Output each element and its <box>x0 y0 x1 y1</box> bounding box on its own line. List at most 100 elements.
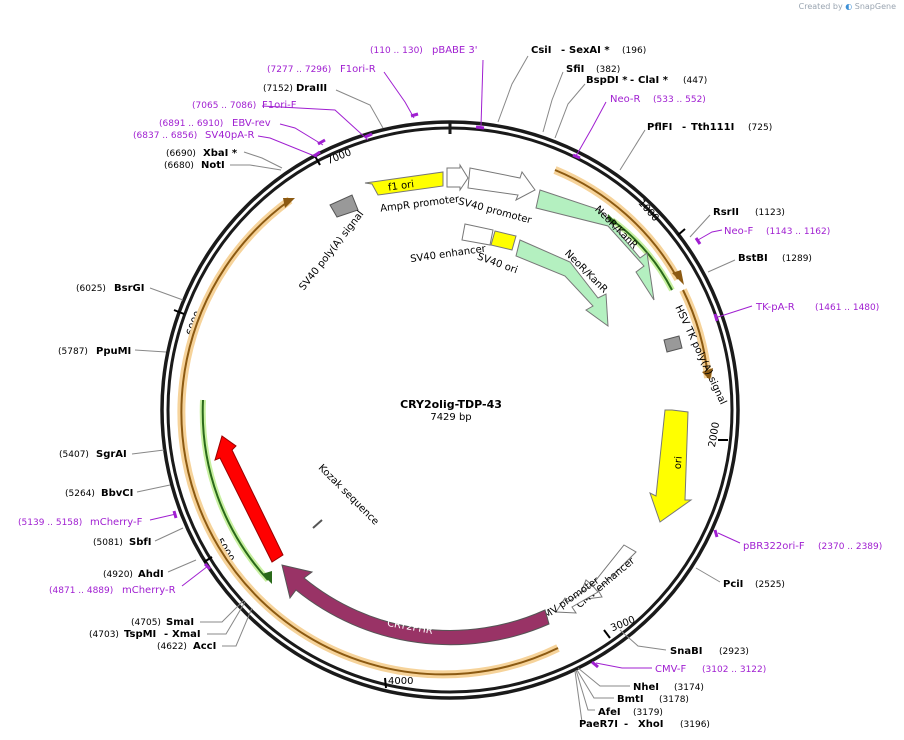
site-snabi[interactable]: SnaBI (2923) <box>619 629 749 657</box>
svg-text:SexAI *: SexAI * <box>569 45 610 56</box>
svg-text:4000: 4000 <box>388 676 413 687</box>
feature-ori[interactable]: ori <box>649 409 693 523</box>
svg-text:-: - <box>630 75 634 86</box>
svg-text:(5787): (5787) <box>58 347 88 357</box>
svg-text:XmaI: XmaI <box>172 629 201 640</box>
svg-text:(725): (725) <box>748 123 772 133</box>
site-smai[interactable]: (4705) SmaI <box>131 599 245 628</box>
feature-f1-ori[interactable]: f1 ori <box>364 171 444 196</box>
site-bstbi[interactable]: BstBI (1289) <box>707 253 812 273</box>
orf-arrow-icon <box>283 198 295 208</box>
primer-mcherry-f[interactable]: (5139 .. 5158) mCherry-F <box>18 510 178 528</box>
site-noti[interactable]: (6680) NotI <box>164 160 282 171</box>
svg-text:ClaI *: ClaI * <box>638 75 669 86</box>
primer-pbabe-3[interactable]: (110 .. 130) pBABE 3' <box>370 45 485 130</box>
site-bsrgi[interactable]: (6025) BsrGI <box>76 283 184 301</box>
primer-mcherry-r[interactable]: (4871 .. 4889) mCherry-R <box>49 562 212 596</box>
svg-text:(7277 .. 7296): (7277 .. 7296) <box>267 65 331 75</box>
svg-text:(533 .. 552): (533 .. 552) <box>653 95 706 105</box>
orf-arrow-icon <box>262 571 272 584</box>
primer-sv40pa-r[interactable]: (6837 .. 6856) SV40pA-R <box>133 130 321 158</box>
site-bspdi-clai[interactable]: BspDI * - ClaI * (447) <box>554 75 707 139</box>
svg-text:(4703): (4703) <box>89 630 119 640</box>
site-nhei[interactable]: NheI (3174) <box>577 667 704 693</box>
svg-text:HSV TK poly(A) signal: HSV TK poly(A) signal <box>672 304 728 407</box>
svg-text:SV40 promoter: SV40 promoter <box>457 196 534 226</box>
svg-text:TK-pA-R: TK-pA-R <box>755 302 795 313</box>
svg-text:(5407): (5407) <box>59 450 89 460</box>
primer-neo-r[interactable]: Neo-R (533 .. 552) <box>572 94 706 160</box>
primer-neo-f[interactable]: Neo-F (1143 .. 1162) <box>694 226 830 245</box>
svg-text:(2525): (2525) <box>755 580 785 590</box>
svg-text:(6690): (6690) <box>166 149 196 159</box>
svg-text:BstBI: BstBI <box>738 253 768 264</box>
feature-sv40-promoter[interactable]: SV40 promoter <box>457 167 536 227</box>
site-sgrai[interactable]: (5407) SgrAI <box>59 449 165 460</box>
site-xbai[interactable]: (6690) XbaI * <box>166 148 283 169</box>
site-afei[interactable]: AfeI (3179) <box>575 669 663 718</box>
svg-text:-: - <box>561 45 565 56</box>
primer-tk-pa-r[interactable]: TK-pA-R (1461 .. 1480) <box>713 302 879 322</box>
svg-text:XbaI *: XbaI * <box>203 148 238 159</box>
svg-text:TspMI: TspMI <box>124 629 156 640</box>
primer-pbr322ori-f[interactable]: pBR322ori-F (2370 .. 2389) <box>713 529 882 552</box>
svg-text:PaeR7I: PaeR7I <box>579 719 618 730</box>
site-tspmi-xmai[interactable]: (4703) TspMI - XmaI <box>89 601 246 640</box>
site-rsrii[interactable]: RsrII (1123) <box>689 207 785 238</box>
svg-text:EBV-rev: EBV-rev <box>232 118 271 129</box>
feature-neor-kanr-2[interactable]: NeoR/KanR <box>515 239 609 328</box>
svg-text:(5264): (5264) <box>65 489 95 499</box>
site-ahdi[interactable]: (4920) AhdI <box>103 559 197 580</box>
svg-text:(1289): (1289) <box>782 254 812 264</box>
svg-text:(7152): (7152) <box>263 84 293 94</box>
svg-text:CsiI: CsiI <box>531 45 551 56</box>
svg-text:(3196): (3196) <box>680 720 710 730</box>
svg-text:SgrAI: SgrAI <box>96 449 127 460</box>
svg-text:AfeI: AfeI <box>598 707 621 718</box>
site-bbvci[interactable]: (5264) BbvCI <box>65 484 171 499</box>
svg-text:(2923): (2923) <box>719 647 749 657</box>
svg-text:(6891 .. 6910): (6891 .. 6910) <box>159 119 223 129</box>
svg-text:(3102 .. 3122): (3102 .. 3122) <box>702 665 766 675</box>
site-pflfi-tth111i[interactable]: PflFI - (725) Tth111I (725) <box>619 122 772 171</box>
svg-text:SbfI: SbfI <box>129 537 151 548</box>
svg-text:(2370 .. 2389): (2370 .. 2389) <box>818 542 882 552</box>
primer-f1ori-f[interactable]: (7065 .. 7086) F1ori-F <box>192 100 373 141</box>
site-bmti[interactable]: BmtI (3178) <box>576 669 689 705</box>
feature-cry2phr[interactable]: CRY2PHR <box>281 564 550 646</box>
site-csii-sexai[interactable]: CsiI - SexAI * (196) <box>497 45 646 123</box>
svg-text:SV40 poly(A) signal: SV40 poly(A) signal <box>297 209 366 293</box>
site-sbfi[interactable]: (5081) SbfI <box>93 527 184 548</box>
svg-text:XhoI: XhoI <box>638 719 663 730</box>
svg-text:CMV-F: CMV-F <box>655 664 686 675</box>
svg-text:BsrGI: BsrGI <box>114 283 144 294</box>
svg-text:Kozak sequence: Kozak sequence <box>316 463 381 528</box>
svg-text:NotI: NotI <box>201 160 225 171</box>
primer-ebv-rev[interactable]: (6891 .. 6910) EBV-rev <box>159 118 326 146</box>
svg-text:2000: 2000 <box>707 421 722 448</box>
svg-text:DraIII: DraIII <box>296 83 327 94</box>
site-draiii[interactable]: (7152) DraIII <box>263 83 384 129</box>
feature-cmv-enhancer[interactable]: CMV enhancer <box>574 544 638 611</box>
svg-text:AccI: AccI <box>193 641 216 652</box>
site-sfii[interactable]: SfiI (382) <box>542 64 620 133</box>
site-pcii[interactable]: PciI (2525) <box>695 567 785 590</box>
feature-sv40-polya[interactable]: SV40 poly(A) signal <box>297 194 366 293</box>
snapgene-branding: Created by ◐ SnapGene <box>799 2 896 11</box>
svg-text:-: - <box>164 629 168 640</box>
primer-cmv-f[interactable]: CMV-F (3102 .. 3122) <box>591 660 766 675</box>
site-ppumi[interactable]: (5787) PpuMI <box>58 346 167 357</box>
svg-text:NeoR/KanR: NeoR/KanR <box>592 204 639 251</box>
svg-text:mCherry-R: mCherry-R <box>122 585 176 596</box>
svg-text:PpuMI: PpuMI <box>96 346 131 357</box>
site-paer7i-xhoi[interactable]: PaeR7I - XhoI (3196) <box>574 670 710 730</box>
site-acci[interactable]: (4622) AccI <box>157 607 253 652</box>
svg-text:F1ori-F: F1ori-F <box>262 100 297 111</box>
orf-green-mcherry-line <box>201 399 269 581</box>
svg-text:(5081): (5081) <box>93 538 123 548</box>
feature-kozak[interactable]: Kozak sequence <box>312 463 381 529</box>
svg-text:(6025): (6025) <box>76 284 106 294</box>
primer-f1ori-r[interactable]: (7277 .. 7296) F1ori-R <box>267 64 419 119</box>
svg-text:(4920): (4920) <box>103 570 133 580</box>
svg-text:SfiI: SfiI <box>566 64 584 75</box>
